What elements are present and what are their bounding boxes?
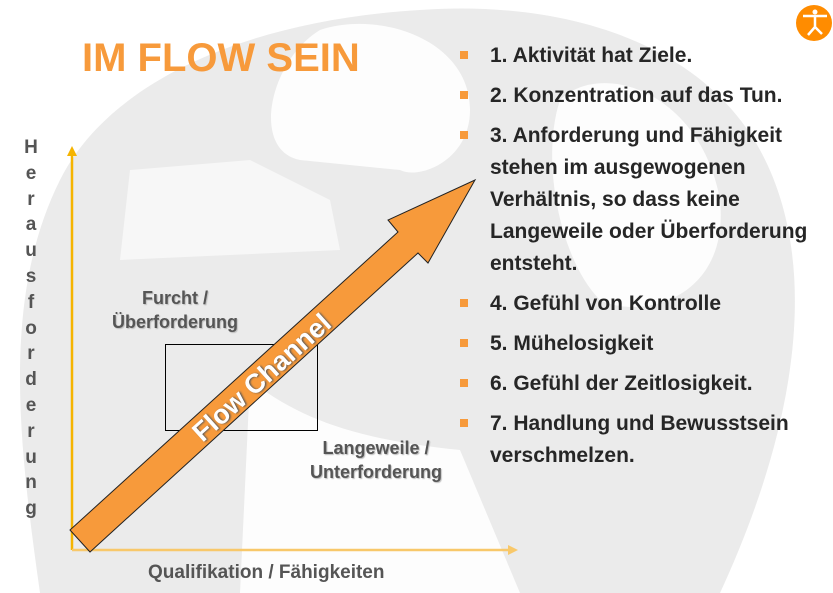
list-item-text: 2. Konzentration auf das Tun. (490, 84, 783, 107)
y-label-letter: o (25, 317, 37, 339)
x-axis (72, 545, 518, 555)
list-item: 2. Konzentration auf das Tun. (458, 80, 833, 112)
square-bullet-icon (460, 91, 468, 99)
y-label-letter: r (27, 420, 35, 442)
list-item: 7. Handlung und Bewusstsein verschmelzen… (458, 408, 833, 472)
y-axis-label: H e r a u s f o r d e r u n g (18, 135, 44, 522)
y-label-letter: f (27, 291, 35, 313)
y-label-letter: u (25, 240, 37, 262)
y-label-letter: e (25, 162, 37, 184)
square-bullet-icon (460, 131, 468, 139)
yoga-figure-logo-icon (796, 5, 832, 41)
y-label-letter: u (25, 446, 37, 468)
y-label-letter: e (25, 394, 37, 416)
flow-zone-box (165, 344, 318, 431)
y-label-letter: g (25, 498, 37, 520)
square-bullet-icon (460, 419, 468, 427)
region-line: Überforderung (112, 312, 238, 332)
list-item-text: 5. Mühelosigkeit (490, 332, 654, 355)
y-label-letter: r (27, 188, 35, 210)
square-bullet-icon (460, 299, 468, 307)
square-bullet-icon (460, 339, 468, 347)
list-item-text: 3. Anforderung und Fähigkeit stehen im a… (490, 124, 808, 275)
list-item-text: 1. Aktivität hat Ziele. (490, 44, 693, 67)
flow-channel-arrow (69, 178, 477, 553)
region-line: Unterforderung (310, 462, 442, 482)
y-label-letter: r (27, 343, 35, 365)
x-axis-label: Qualifikation / Fähigkeiten (148, 562, 385, 583)
y-label-letter: a (25, 214, 37, 236)
y-label-letter: H (24, 137, 38, 158)
y-label-letter: s (25, 265, 37, 287)
list-item: 1. Aktivität hat Ziele. (458, 40, 833, 72)
list-item: 4. Gefühl von Kontrolle (458, 288, 833, 320)
flow-characteristics-list: 1. Aktivität hat Ziele. 2. Konzentration… (458, 40, 833, 480)
region-line: Furcht / (142, 288, 208, 308)
slide-title: IM FLOW SEIN (82, 36, 360, 80)
square-bullet-icon (460, 379, 468, 387)
anxiety-region-label: Furcht / Überforderung (100, 286, 250, 334)
y-label-letter: n (25, 472, 37, 494)
square-bullet-icon (460, 51, 468, 59)
y-axis (67, 146, 77, 550)
list-item-text: 6. Gefühl der Zeitlosigkeit. (490, 372, 753, 395)
boredom-region-label: Langeweile / Unterforderung (296, 436, 456, 484)
list-item-text: 4. Gefühl von Kontrolle (490, 292, 722, 315)
list-item: 6. Gefühl der Zeitlosigkeit. (458, 368, 833, 400)
list-item-text: 7. Handlung und Bewusstsein verschmelzen… (490, 412, 789, 467)
list-item: 5. Mühelosigkeit (458, 328, 833, 360)
region-line: Langeweile / (322, 438, 430, 458)
y-label-letter: d (25, 369, 37, 391)
list-item: 3. Anforderung und Fähigkeit stehen im a… (458, 120, 833, 280)
